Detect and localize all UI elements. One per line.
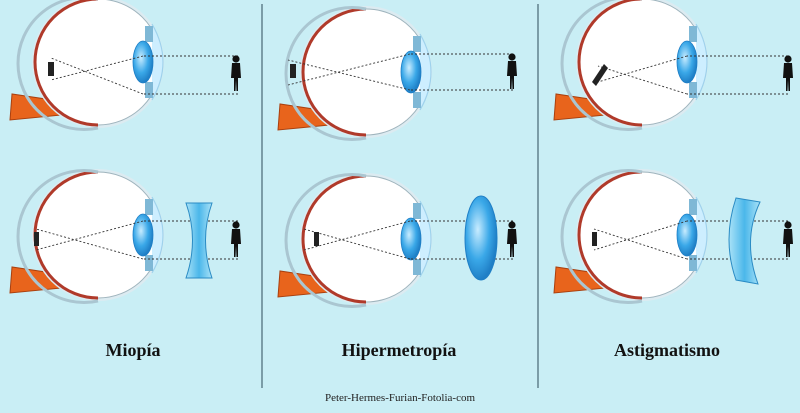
astigmatism-corrected-panel [552, 167, 793, 304]
cylindrical-lens [728, 197, 761, 285]
object-figure [507, 53, 517, 89]
image-credit: Peter-Hermes-Furian-Fotolia-com [324, 392, 476, 404]
object-figure [783, 55, 793, 91]
object-figure [783, 221, 793, 257]
hyperopia-uncorrected-panel [276, 4, 517, 142]
retina-image [314, 232, 319, 246]
retina-image [48, 62, 54, 76]
myopia-uncorrected-panel [8, 0, 241, 132]
hyperopia-title: Hipermetropía [341, 340, 457, 360]
retina-image [34, 232, 39, 246]
retina-image [592, 232, 597, 246]
astigmatism-title: Astigmatismo [614, 340, 720, 360]
myopia-title: Miopía [105, 340, 161, 360]
object-figure [507, 221, 517, 257]
astigmatism-uncorrected-panel [552, 0, 793, 132]
retina-image [290, 64, 296, 78]
concave-lens [185, 202, 213, 279]
object-figure [231, 221, 241, 257]
object-figure [231, 55, 241, 91]
convex-lens [464, 195, 498, 281]
myopia-corrected-panel [8, 167, 241, 304]
blurred-retina-image [592, 64, 608, 86]
hyperopia-corrected-panel [276, 171, 517, 308]
